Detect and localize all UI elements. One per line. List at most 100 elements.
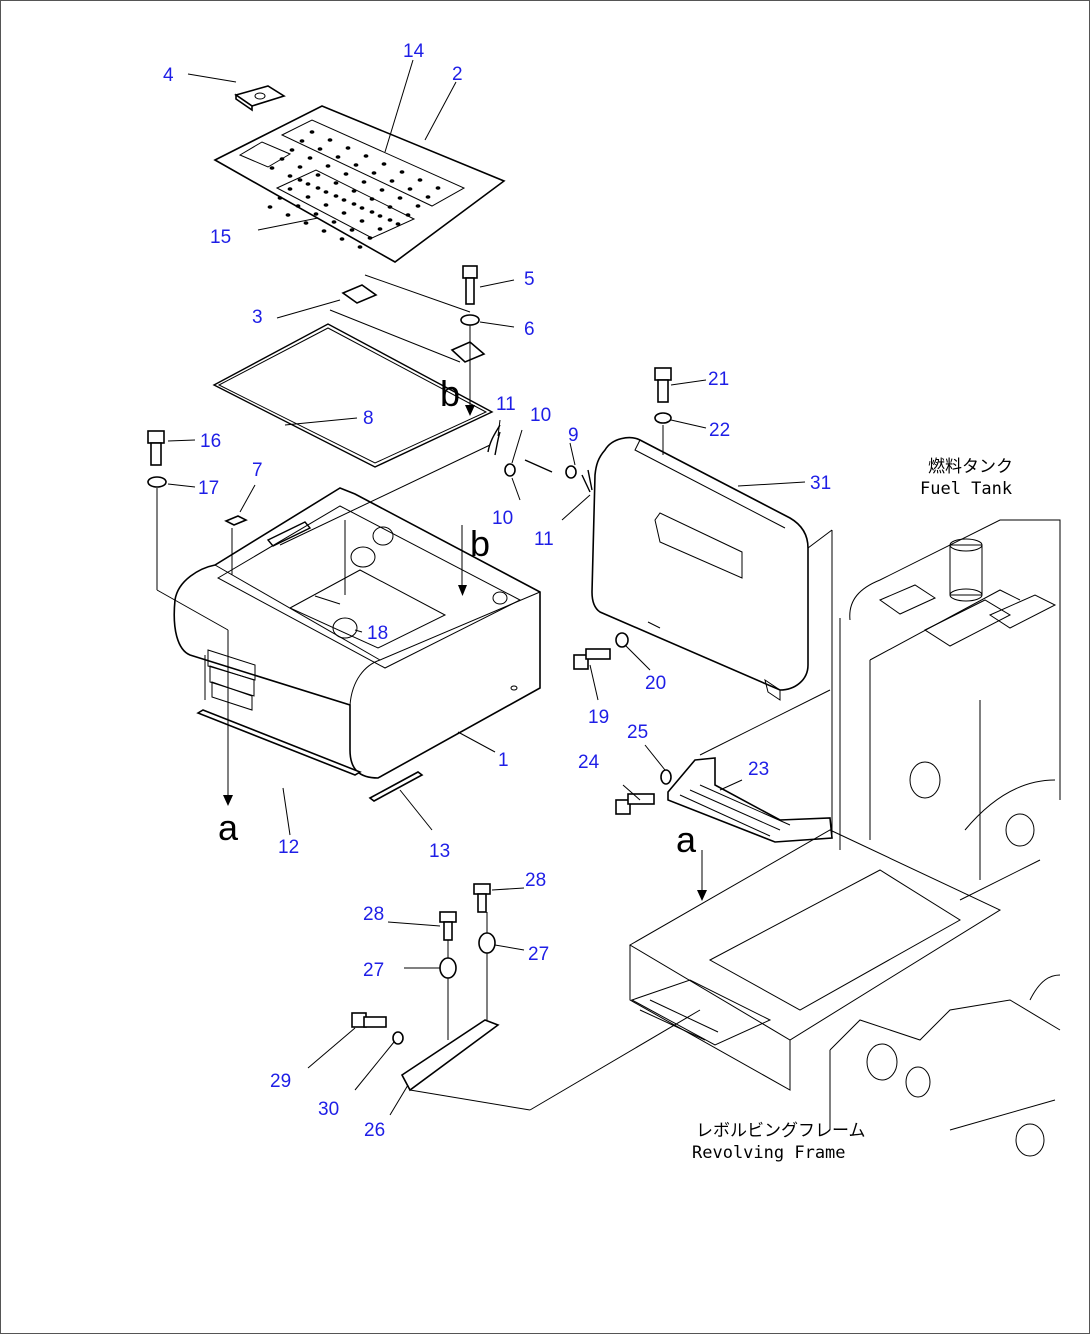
perforation-hole [333,181,339,185]
revolving-frame-label-jp: レボルビングフレーム [696,1121,866,1141]
callout-26: 26 [364,1120,385,1141]
part-9-10-11-latch [487,424,593,493]
perforation-hole [335,155,341,159]
perforation-hole [323,203,329,207]
perforation-hole [351,202,357,206]
perforation-hole [341,211,347,215]
perforation-hole [315,186,321,190]
part-30-washer [392,1031,404,1045]
part-21-bolt [654,367,672,403]
perforation-hole [305,182,311,186]
perforation-holes [267,130,441,249]
part-20-washer [615,632,629,648]
perforation-hole [295,204,301,208]
perforation-hole [369,197,375,201]
perforation-hole [381,162,387,166]
perforation-hole [363,154,369,158]
callout-11b: 11 [534,529,554,550]
perforation-hole [277,196,283,200]
callout-14: 14 [403,41,425,62]
callout-27b: 27 [528,944,549,965]
callout-22: 22 [709,420,730,441]
callout-2: 2 [452,64,463,85]
perforation-hole [305,195,311,199]
part-7-plate [224,515,248,526]
part-6-washer [460,314,480,326]
perforation-hole [321,229,327,233]
perforation-hole [371,171,377,175]
callout-20: 20 [645,673,666,694]
callout-9: 9 [568,425,579,446]
fuel-tank-label-jp: 燃料タンク [928,457,1013,477]
callout-21: 21 [708,369,729,390]
callout-15: 15 [210,227,231,248]
perforation-hole [389,179,395,183]
perforation-hole [357,245,363,249]
leader-lines [156,59,833,1116]
perforation-hole [405,213,411,217]
revolving-frame-label-en: Revolving Frame [692,1143,846,1163]
ref-a-left: a [218,807,239,848]
part-19-bolt [573,648,611,670]
perforation-hole [435,186,441,190]
callout-13: 13 [429,841,450,862]
callout-10b: 10 [492,508,513,529]
perforation-hole [369,210,375,214]
callout-25: 25 [627,722,648,743]
perforation-hole [407,187,413,191]
perforation-hole [343,172,349,176]
perforation-hole [353,163,359,167]
component-labels: 燃料タンク Fuel Tank レボルビングフレーム Revolving Fra… [692,457,1013,1163]
perforation-hole [333,194,339,198]
part-26-bracket [400,1019,500,1092]
perforation-hole [297,165,303,169]
perforation-hole [361,180,367,184]
perforation-hole [269,166,275,170]
callout-12: 12 [278,837,299,858]
callout-18: 18 [367,623,388,644]
part-22-washer [654,412,672,424]
part-2-top-plate [213,105,506,263]
fuel-tank-label-en: Fuel Tank [920,479,1012,499]
revolving-frame [629,519,1061,1157]
ref-b-box: b [470,523,490,564]
callout-7: 7 [252,460,263,481]
perforation-hole [309,130,315,134]
callout-11a: 11 [496,394,516,415]
perforation-hole [425,195,431,199]
reference-marks: b b a a [218,373,697,860]
callout-4: 4 [163,65,174,86]
perforation-hole [323,190,329,194]
part-5-bolt [462,265,478,305]
part-24-bolt [615,793,655,815]
part-1-box [173,487,541,779]
perforation-hole [317,147,323,151]
perforation-hole [387,218,393,222]
part-23-step [667,757,833,843]
perforation-hole [267,205,273,209]
perforation-hole [285,213,291,217]
perforation-hole [279,157,285,161]
perforation-hole [377,227,383,231]
callout-23: 23 [748,759,769,780]
perforation-hole [287,187,293,191]
callout-28a: 28 [363,904,384,925]
callout-29: 29 [270,1071,291,1092]
perforation-hole [399,170,405,174]
callout-19: 19 [588,707,609,728]
callout-30: 30 [318,1099,339,1120]
perforation-hole [415,204,421,208]
perforation-hole [339,237,345,241]
part-12-strip [196,709,362,776]
part-25-washer [660,769,672,785]
ref-a-right: a [676,819,697,860]
callout-31: 31 [810,473,831,494]
perforation-hole [303,221,309,225]
part-13-strip [368,771,424,802]
perforation-hole [315,173,321,177]
callout-labels: 4 14 2 15 5 3 6 8 11 10 9 16 17 7 10 11 … [163,41,831,1141]
callout-1: 1 [498,750,509,771]
perforation-hole [379,188,385,192]
callout-24: 24 [578,752,600,773]
